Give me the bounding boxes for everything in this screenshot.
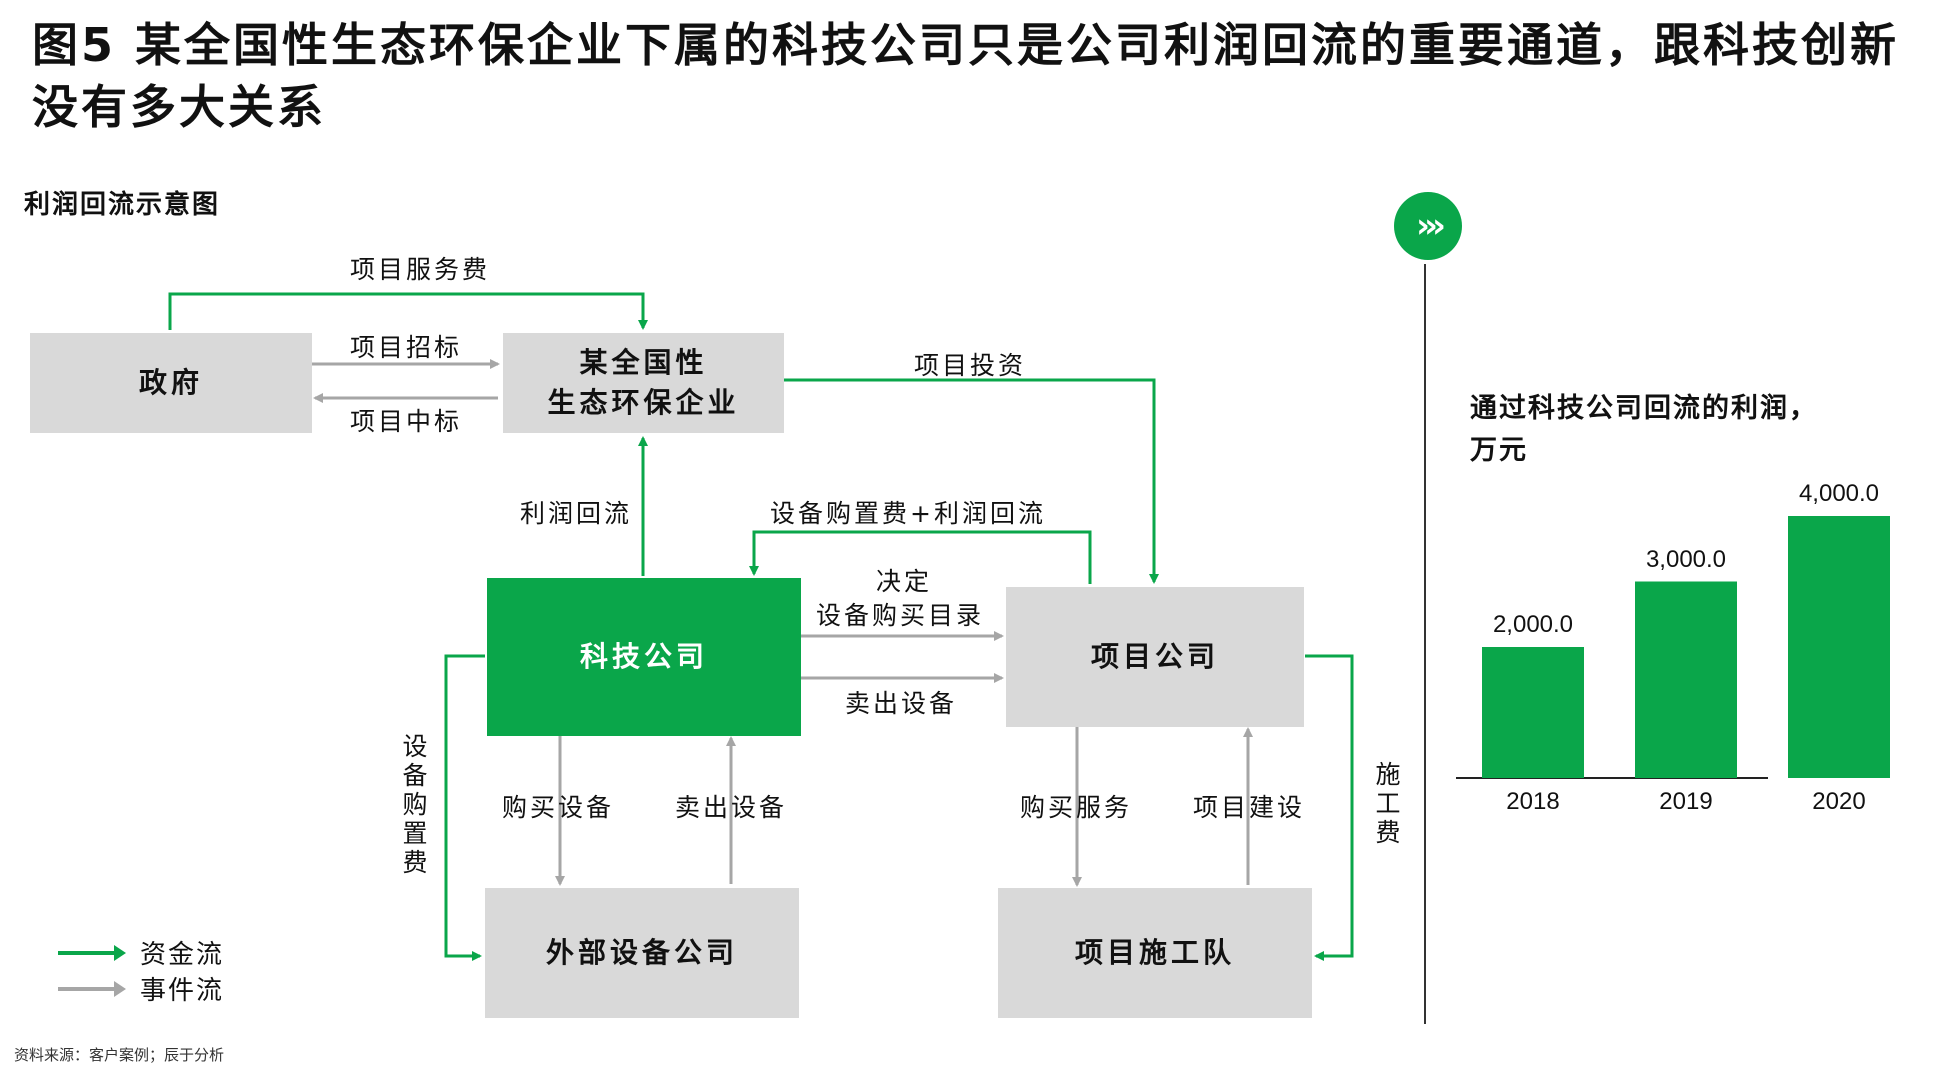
legend-event-line: [58, 980, 126, 997]
node-tech-company: 科技公司: [487, 578, 801, 736]
vertical-char: 费: [402, 848, 428, 877]
node-project-company-label: 项目公司: [1090, 640, 1219, 673]
node-enterprise-label-1: 某全国性: [579, 346, 708, 379]
legend-event-flow: 事件流: [58, 970, 224, 1007]
vertical-char: 工: [1375, 789, 1401, 818]
vertical-char: 备: [402, 761, 428, 790]
label-equipment-fee-profit: 设备购置费+利润回流: [770, 499, 1046, 528]
label-construction-fee-vertical: 施工费: [1373, 760, 1403, 847]
node-project-company: 项目公司: [1006, 587, 1304, 727]
legend-event-label: 事件流: [140, 976, 225, 1006]
vertical-char: 施: [1375, 760, 1401, 789]
source-note: 资料来源：客户案例；辰于分析: [14, 1046, 225, 1064]
arrow-construction-fee: [1305, 654, 1354, 961]
node-government: 政府: [30, 333, 312, 433]
arrow-project-service-fee: [168, 292, 648, 330]
node-tech-company-label: 科技公司: [579, 640, 708, 673]
label-decide: 决定: [876, 567, 933, 596]
arrow-equipment-purchase-fee: [444, 654, 485, 961]
label-equipment-catalog: 设备购买目录: [816, 601, 985, 630]
node-government-label: 政府: [138, 366, 203, 399]
x-tick-label: 2018: [1506, 788, 1560, 815]
node-external-equipment-label: 外部设备公司: [545, 936, 738, 969]
bar-value-label: 2,000.0: [1492, 611, 1574, 638]
vertical-char: 费: [1375, 818, 1401, 847]
label-project-construction: 项目建设: [1193, 793, 1306, 822]
node-enterprise: 某全国性 生态环保企业: [503, 333, 784, 433]
legend-money-line: [58, 944, 126, 961]
x-tick-label: 2020: [1812, 788, 1866, 815]
label-project-winning: 项目中标: [350, 407, 463, 436]
node-enterprise-label-2: 生态环保企业: [547, 386, 740, 419]
vertical-char: 设: [402, 732, 428, 761]
diagram-subtitle: 利润回流示意图: [24, 190, 221, 220]
arrow-project-investment: [784, 378, 1159, 584]
label-project-bidding: 项目招标: [350, 333, 463, 362]
x-tick-label: 2019: [1659, 788, 1713, 815]
label-project-service-fee: 项目服务费: [350, 255, 491, 284]
chart-title-line-2: 万元: [1470, 435, 1528, 466]
legend-money-flow: 资金流: [58, 934, 224, 971]
node-construction-team-label: 项目施工队: [1074, 936, 1235, 969]
label-equipment-purchase-fee-vertical: 设备购置费: [400, 732, 430, 877]
label-project-investment: 项目投资: [914, 351, 1027, 380]
chart-title-line-1: 通过科技公司回流的利润，: [1470, 393, 1818, 424]
arrow-equipment-fee-profit: [749, 530, 1092, 584]
chevrons-right-icon: ›››: [1394, 192, 1462, 260]
node-construction-team: 项目施工队: [998, 888, 1312, 1018]
label-profit-return: 利润回流: [520, 499, 633, 528]
page-title: 图5 某全国性生态环保企业下属的科技公司只是公司利润回流的重要通道，跟科技创新没…: [32, 18, 1900, 134]
legend-money-label: 资金流: [140, 940, 225, 970]
vertical-char: 置: [402, 819, 428, 848]
label-buy-service: 购买服务: [1020, 793, 1133, 822]
vertical-char: 购: [402, 790, 428, 819]
chart-title: 通过科技公司回流的利润， 万元: [1470, 388, 1818, 472]
label-sell-equipment-right: 卖出设备: [845, 689, 958, 718]
bar-value-label: 3,000.0: [1645, 545, 1727, 573]
label-buy-equipment: 购买设备: [502, 793, 615, 822]
bar-value-label: 4,000.0: [1798, 480, 1880, 507]
node-external-equipment: 外部设备公司: [485, 888, 799, 1018]
label-sell-equipment-left: 卖出设备: [675, 793, 788, 822]
section-divider: [1424, 264, 1426, 1024]
